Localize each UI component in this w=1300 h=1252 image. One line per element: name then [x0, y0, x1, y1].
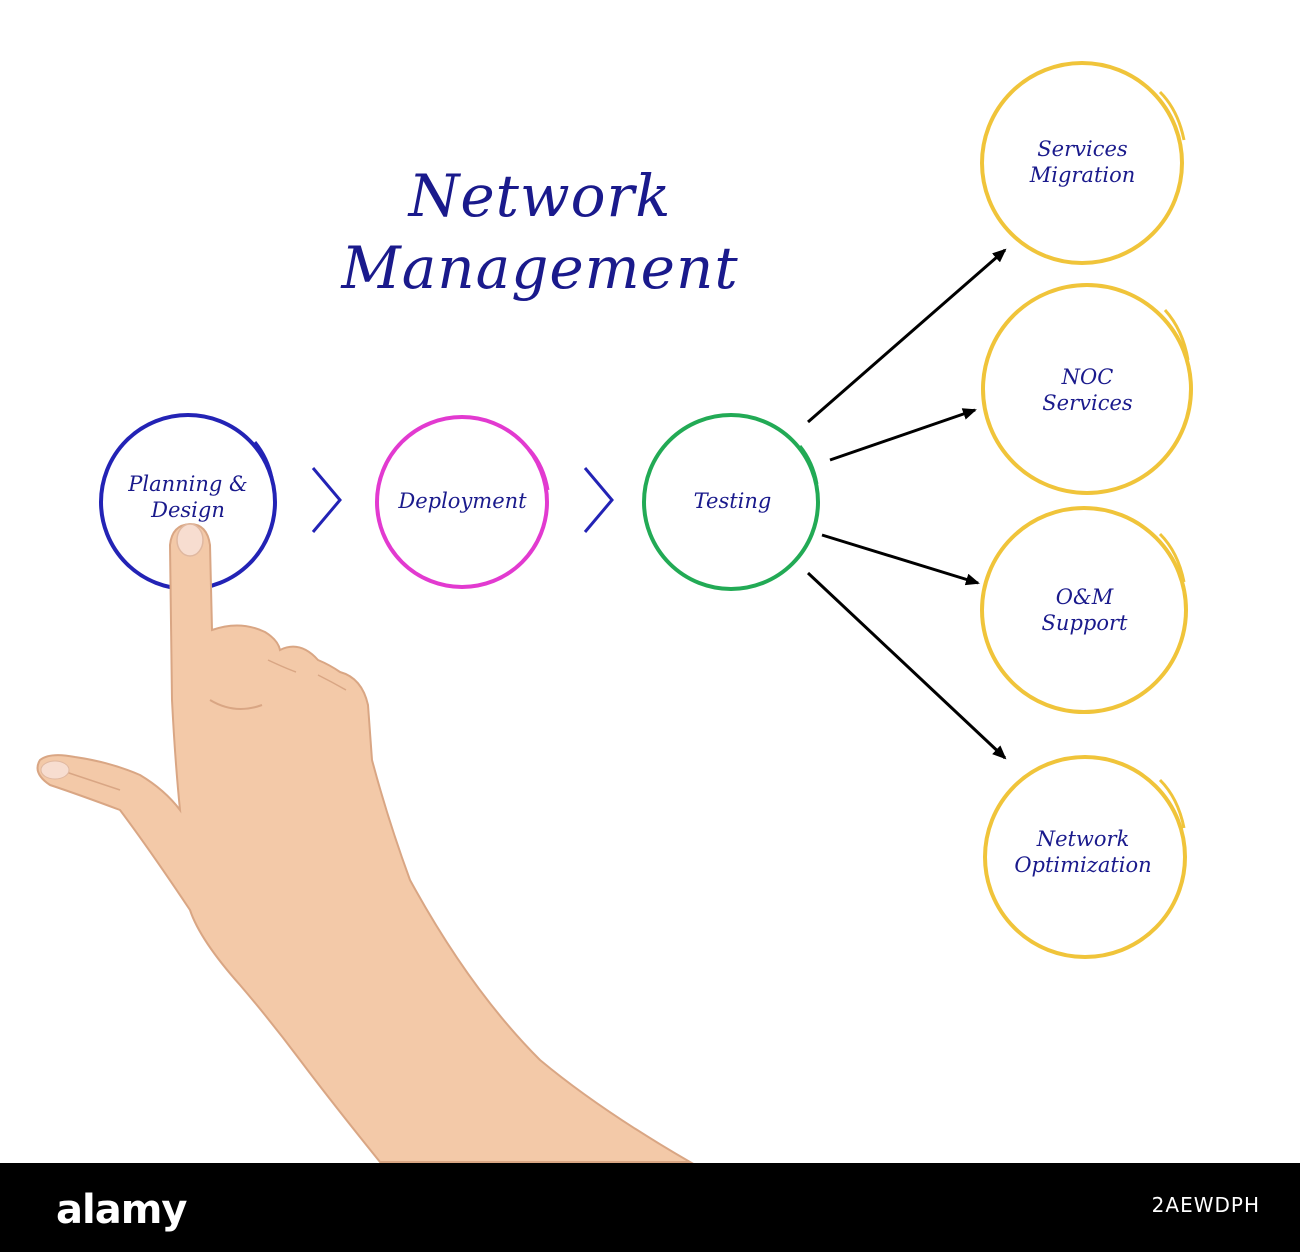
outcome-label-om-support: O&M Support [1041, 585, 1128, 635]
arrow-to-om-support [821, 533, 980, 586]
arrow-to-noc-services [829, 408, 977, 462]
arrow-to-network-optimization [806, 571, 1007, 760]
watermark-image-code: 2AEWDPH [1151, 1193, 1260, 1217]
arrow-to-services-migration [807, 248, 1007, 424]
outcome-circle-om-support [980, 506, 1188, 714]
step-circle-testing [642, 413, 820, 591]
step-label-planning: Planning & Design [128, 472, 248, 522]
step-circle-deployment [375, 415, 550, 589]
watermark-footer: alamy 2AEWDPH [0, 1163, 1300, 1252]
step-label-deployment: Deployment [398, 489, 527, 513]
diagram-title: Network Management [341, 162, 739, 302]
pointing-hand [36, 522, 694, 1163]
outcome-label-network-optimization: Network Optimization [1014, 827, 1152, 877]
outcome-label-services-migration: Services Migration [1029, 137, 1136, 187]
outcome-circle-services-migration [980, 61, 1186, 265]
watermark-brand-logo: alamy [56, 1187, 187, 1233]
outcome-circle-network-optimization [983, 755, 1187, 959]
outcome-label-noc-services: NOC Services [1042, 365, 1133, 415]
chevron-2-icon [583, 467, 614, 533]
step-label-testing: Testing [693, 489, 772, 513]
outcome-circle-noc-services [981, 283, 1193, 495]
chevron-1-icon [311, 467, 342, 533]
